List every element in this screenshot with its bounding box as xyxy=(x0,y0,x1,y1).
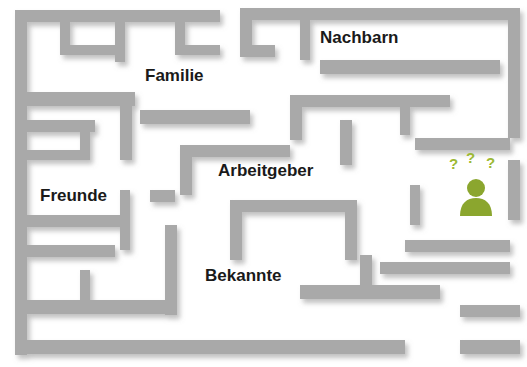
question-mark: ? xyxy=(449,156,458,173)
area-label: Nachbarn xyxy=(320,29,398,48)
area-label: Arbeitgeber xyxy=(218,162,313,181)
person-icon xyxy=(460,179,492,216)
area-label: Freunde xyxy=(40,187,107,206)
area-label: Familie xyxy=(145,67,204,86)
maze-walls xyxy=(15,8,520,355)
area-label: Bekannte xyxy=(205,267,282,286)
question-mark: ? xyxy=(466,150,475,167)
question-mark: ? xyxy=(486,155,495,172)
